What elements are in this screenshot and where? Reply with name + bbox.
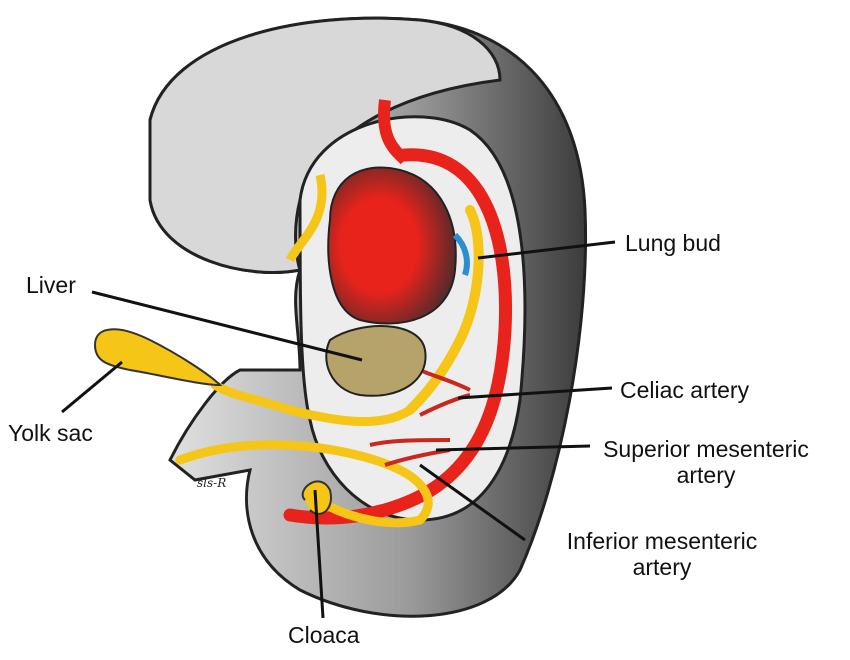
lung-bud: [452, 232, 470, 276]
head-region: [148, 16, 502, 274]
arch-vessel: [378, 99, 410, 165]
label-celiac-artery: Celiac artery: [620, 377, 750, 403]
label-yolk-sac: Yolk sac: [8, 420, 93, 446]
label-liver: Liver: [26, 272, 76, 298]
label-lung-bud: Lung bud: [625, 230, 721, 256]
label-ima-line2: artery: [632, 554, 692, 580]
label-cloaca: Cloaca: [288, 622, 360, 648]
midgut: [175, 380, 433, 528]
sma-branches: [369, 438, 451, 467]
label-ima-line1: Inferior mesenteric: [566, 528, 758, 554]
artist-signature: sls-R: [197, 476, 227, 490]
label-inferior-mesenteric-artery: Inferior mesenteric artery: [546, 528, 778, 580]
label-superior-mesenteric-artery: Superior mesenteric artery: [596, 436, 816, 488]
foregut: [405, 205, 484, 415]
liver: [325, 325, 427, 397]
yolk-sac: [93, 328, 223, 387]
label-sma-line1: Superior mesenteric: [603, 436, 809, 462]
heart: [327, 166, 457, 325]
label-sma-line2: artery: [676, 462, 736, 488]
leader-lines: [61, 240, 616, 619]
vitelline-vessels: [285, 174, 327, 263]
